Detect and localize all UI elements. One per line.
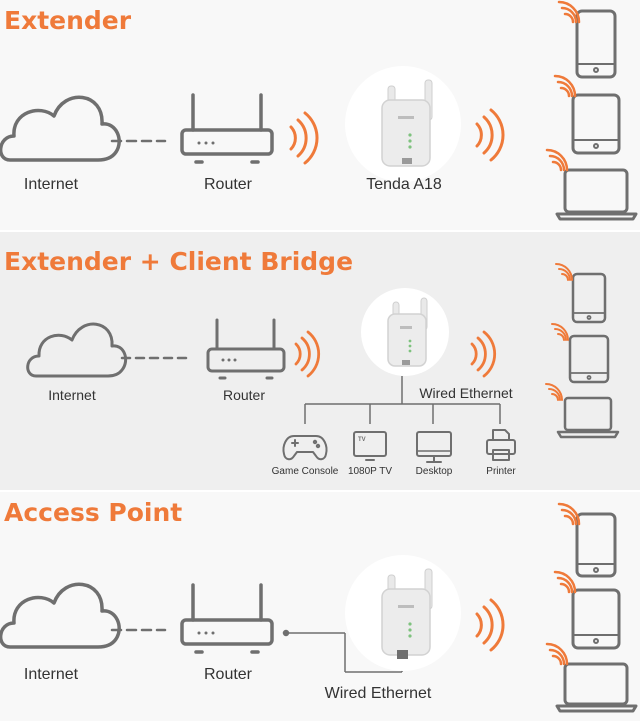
printer-icon	[486, 429, 516, 461]
wifi-signal-icon	[551, 323, 569, 341]
tv-label: 1080P TV	[347, 466, 393, 477]
wifi-signal-icon	[557, 502, 581, 526]
tv-icon	[353, 431, 387, 461]
wifi-waves-icon	[289, 111, 319, 165]
wifi-signal-icon	[545, 383, 563, 401]
wifi-signal-icon	[553, 74, 577, 98]
wired-ethernet-label: Wired Ethernet	[419, 385, 513, 401]
router-label: Router	[222, 387, 266, 403]
wifi-signal-icon	[545, 148, 569, 172]
desktop-label: Desktop	[415, 466, 453, 477]
access-point-title: Access Point	[4, 498, 183, 527]
access-point-panel: Access Point	[0, 492, 640, 721]
wifi-waves-icon	[470, 330, 497, 378]
cloud-icon	[0, 95, 121, 162]
laptop-icon	[555, 168, 638, 221]
phone-icon	[575, 512, 617, 578]
laptop-icon	[556, 396, 620, 439]
internet-label: Internet	[23, 666, 79, 683]
extender-panel: Extender	[0, 0, 640, 230]
wifi-signal-icon	[555, 263, 573, 281]
client-bridge-panel: Extender + Client Bridge	[0, 232, 640, 490]
phone-icon	[575, 9, 617, 79]
router-label: Router	[203, 666, 253, 683]
wifi-signal-icon	[557, 0, 581, 24]
extender-diagram	[0, 0, 638, 221]
client-bridge-title: Extender + Client Bridge	[4, 247, 354, 276]
tablet-icon	[571, 588, 621, 650]
wired-ethernet-label: Wired Ethernet	[324, 685, 432, 702]
range-extender-icon	[361, 288, 449, 376]
client-bridge-diagram: TV	[26, 263, 620, 463]
wifi-signal-icon	[553, 570, 577, 594]
device-label: Tenda A18	[366, 176, 442, 193]
wifi-waves-icon	[475, 598, 505, 652]
internet-label: Internet	[23, 176, 79, 193]
phone-icon	[571, 272, 607, 324]
wifi-waves-icon	[294, 330, 321, 378]
cloud-icon	[0, 582, 121, 649]
tablet-icon	[571, 93, 621, 155]
gamepad-icon	[282, 435, 328, 461]
printer-label: Printer	[486, 466, 516, 477]
router-icon	[206, 318, 286, 380]
router-icon	[180, 93, 274, 164]
wifi-waves-icon	[475, 108, 505, 162]
monitor-icon	[416, 431, 452, 463]
range-extender-icon	[345, 555, 461, 671]
game-console-label: Game Console	[271, 466, 339, 477]
router-icon	[180, 583, 274, 654]
extender-title: Extender	[4, 6, 132, 35]
access-point-diagram	[0, 502, 638, 713]
ethernet-tree	[304, 376, 501, 424]
tv-badge: TV	[358, 437, 366, 443]
laptop-icon	[555, 662, 638, 713]
range-extender-icon	[345, 66, 461, 182]
cloud-icon	[26, 322, 128, 378]
router-label: Router	[203, 176, 253, 193]
tablet-icon	[568, 334, 610, 384]
wifi-signal-icon	[545, 642, 569, 666]
internet-label: Internet	[48, 387, 96, 403]
